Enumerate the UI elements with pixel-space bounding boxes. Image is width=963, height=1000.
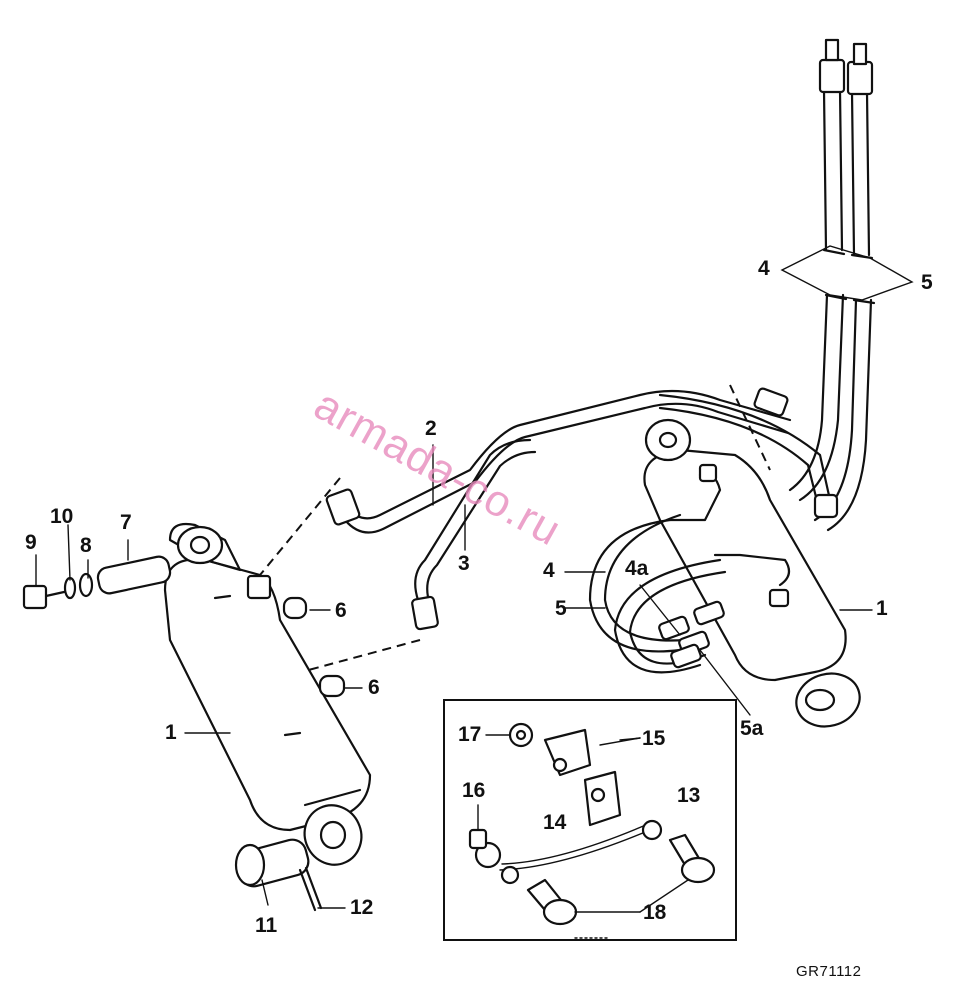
callout-6-lower: 6: [368, 676, 380, 699]
callout-3: 3: [458, 552, 470, 575]
vertical-hoses: [788, 38, 876, 532]
callout-9: 9: [25, 531, 37, 554]
reference-code: GR71112: [796, 963, 862, 980]
callout-13: 13: [677, 784, 701, 807]
callout-5-mid: 5: [555, 597, 567, 620]
leader-lines: [35, 444, 873, 909]
callout-16: 16: [462, 779, 486, 802]
callout-10: 10: [50, 505, 74, 528]
callout-1-left: 1: [165, 721, 177, 744]
pin-11: [234, 838, 323, 912]
pin-assembly: [22, 555, 172, 610]
callout-7: 7: [120, 511, 132, 534]
flex-hoses-loop: [588, 513, 727, 674]
callout-18: 18: [643, 901, 667, 924]
callout-5-top: 5: [921, 271, 933, 294]
callout-14: 14: [543, 811, 567, 834]
callout-4a: 4a: [625, 557, 649, 580]
leader-4-5: [780, 245, 914, 301]
callout-5a: 5a: [740, 717, 764, 740]
callout-4-mid: 4: [543, 559, 555, 582]
callout-11: 11: [255, 914, 278, 937]
callout-8: 8: [80, 534, 92, 557]
callout-17: 17: [458, 723, 482, 746]
callout-2: 2: [425, 417, 437, 440]
fittings-6: [282, 596, 346, 698]
inset-detail: [443, 699, 737, 941]
callout-6-upper: 6: [335, 599, 347, 622]
right-cylinder: [643, 418, 861, 728]
callout-15: 15: [642, 727, 666, 750]
callout-1-right: 1: [876, 597, 888, 620]
callout-12: 12: [350, 896, 374, 919]
callout-4-top: 4: [758, 257, 770, 280]
left-cylinder: [163, 522, 372, 866]
